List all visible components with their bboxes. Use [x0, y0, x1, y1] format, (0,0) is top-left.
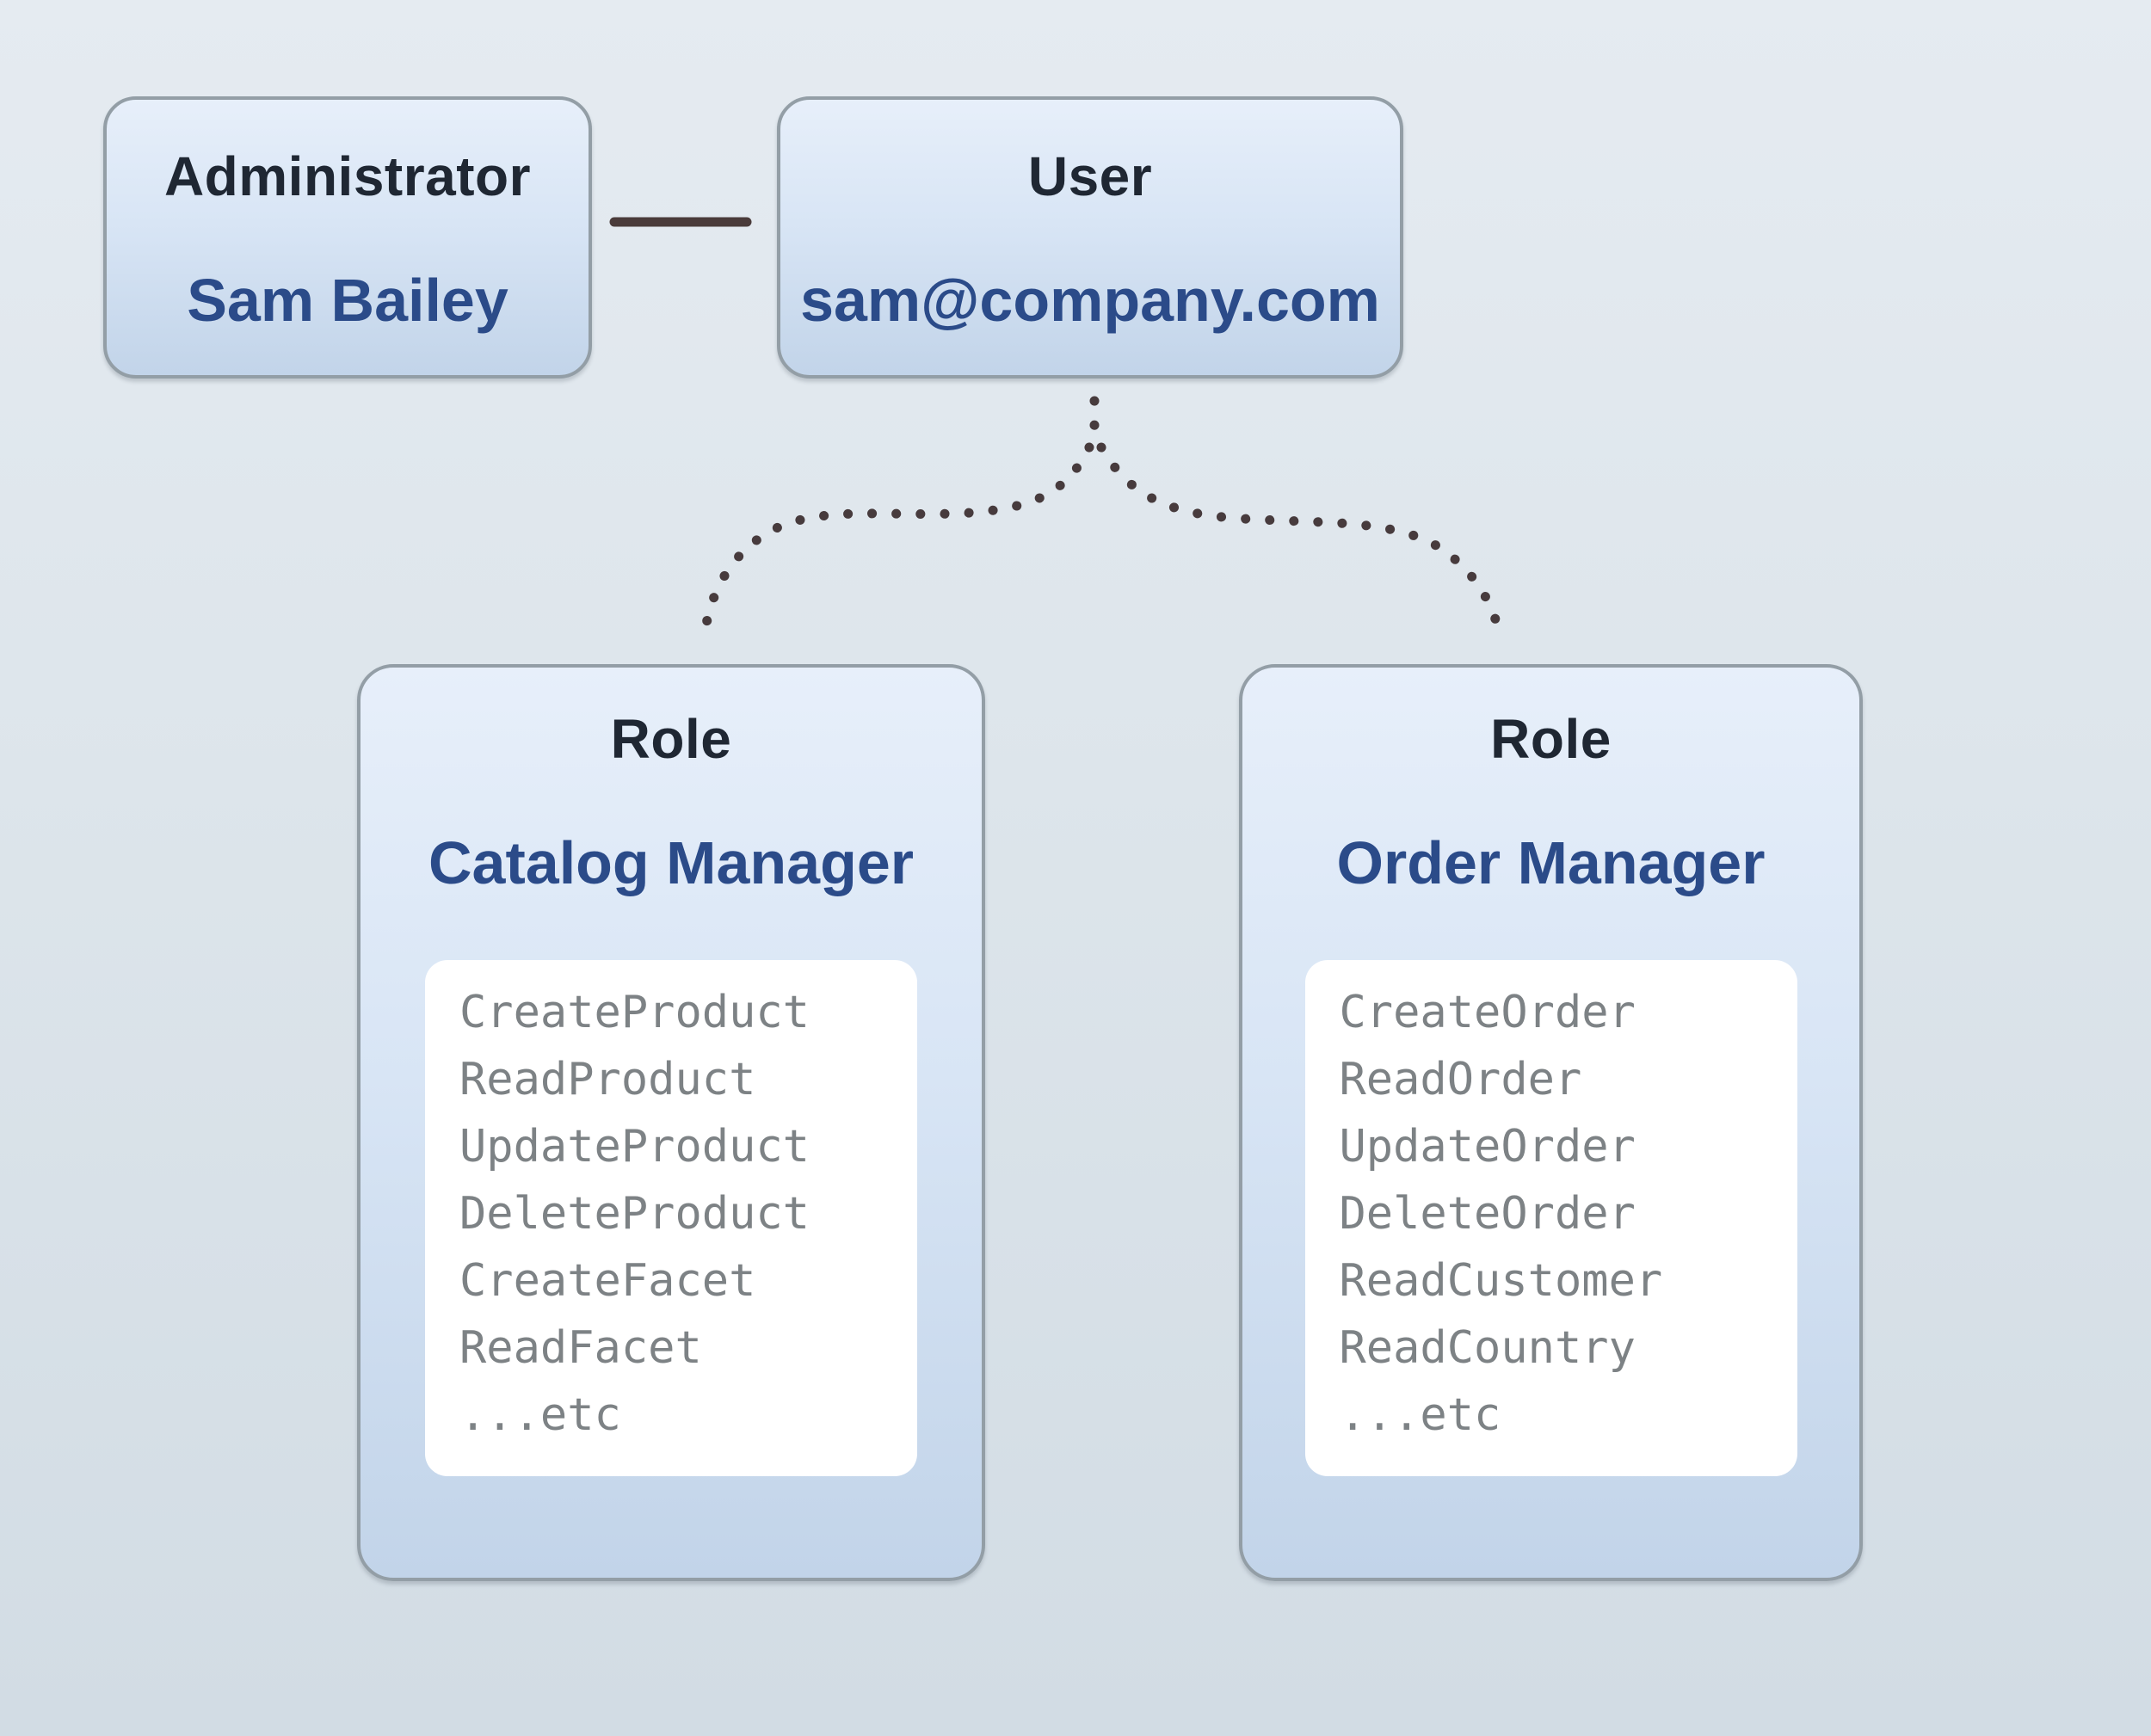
role-node-title: Role [1490, 708, 1612, 770]
permission-item: CreateProduct [459, 987, 810, 1038]
permission-item: ReadFacet [459, 1322, 702, 1374]
user-node-title: User [1027, 145, 1153, 207]
administrator-node: Administrator Sam Bailey [103, 96, 592, 379]
permission-item: UpdateProduct [459, 1121, 810, 1173]
permission-item: ReadOrder [1339, 1054, 1582, 1105]
permission-item: ReadCountry [1339, 1322, 1636, 1374]
role-name-order-manager: Order Manager [1336, 829, 1766, 896]
role-name-catalog-manager: Catalog Manager [428, 829, 914, 896]
permission-item: CreateFacet [459, 1255, 756, 1307]
user-order-role-dotted-connector [1096, 442, 1506, 647]
permission-item: CreateOrder [1339, 987, 1636, 1038]
administrator-node-title: Administrator [163, 145, 532, 207]
permission-item: DeleteOrder [1339, 1188, 1636, 1240]
user-node: User sam@company.com [777, 96, 1403, 379]
permission-item: ReadProduct [459, 1054, 756, 1105]
role-node-title: Role [610, 708, 732, 770]
permission-item: ReadCustomer [1339, 1255, 1663, 1307]
permission-item: DeleteProduct [459, 1188, 810, 1240]
permission-item: ...etc [1339, 1389, 1501, 1441]
permission-item: UpdateOrder [1339, 1121, 1636, 1173]
user-catalog-role-dotted-connector [699, 442, 1094, 647]
permission-item: ...etc [459, 1389, 621, 1441]
user-email: sam@company.com [800, 267, 1380, 334]
administrator-name: Sam Bailey [187, 267, 508, 334]
